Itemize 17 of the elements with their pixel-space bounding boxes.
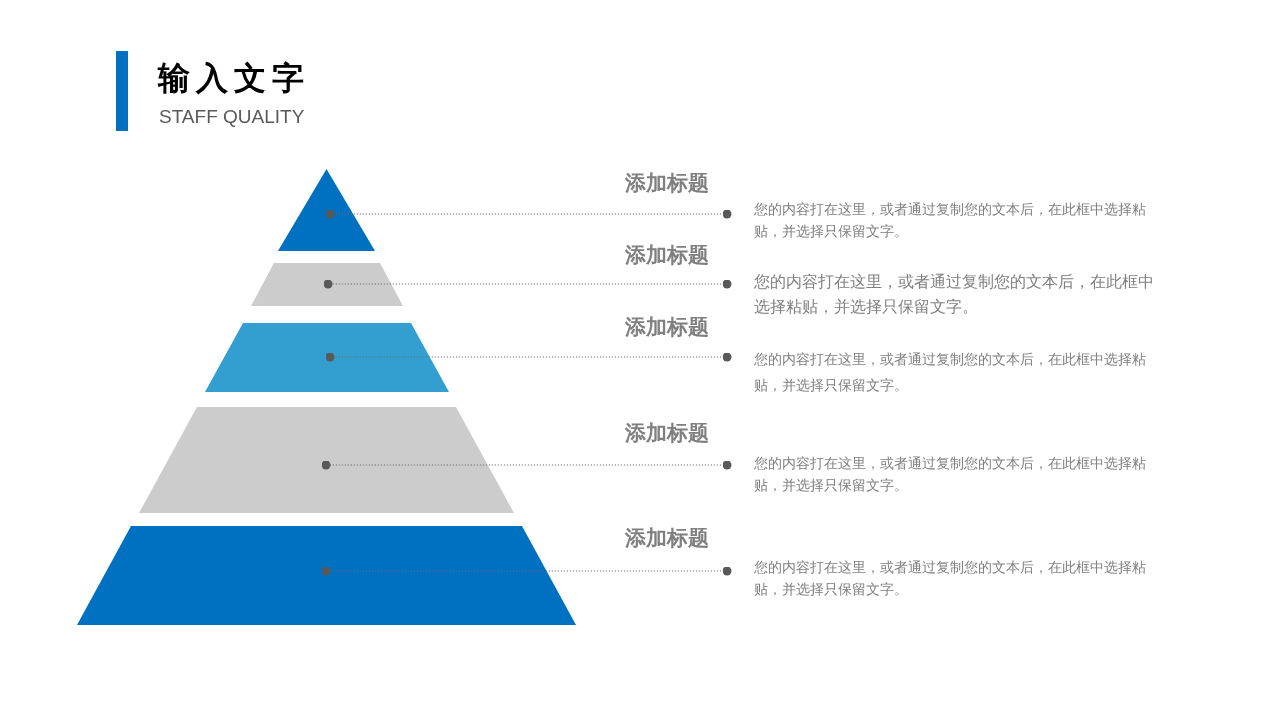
leader-line bbox=[325, 209, 732, 219]
body-text: 您的内容打在这里，或者通过复制您的文本后，在此框中选择粘贴，并选择只保留文字。 bbox=[754, 454, 1147, 495]
leader-line bbox=[321, 460, 732, 470]
leader-line bbox=[323, 279, 732, 289]
leader-line bbox=[321, 566, 732, 576]
section-heading: 添加标题 bbox=[625, 170, 709, 196]
section-heading: 添加标题 bbox=[625, 314, 709, 340]
slide-subtitle: STAFF QUALITY bbox=[159, 105, 305, 129]
section-heading: 添加标题 bbox=[625, 420, 709, 446]
section-heading: 添加标题 bbox=[625, 242, 709, 268]
body-text: 您的内容打在这里，或者通过复制您的文本后，在此框中选择粘贴，并选择只保留文字。 bbox=[754, 200, 1147, 241]
slide-title: 输入文字 bbox=[158, 58, 310, 99]
body-text: 您的内容打在这里，或者通过复制您的文本后，在此框中选择粘贴，并选择只保留文字。 bbox=[754, 350, 1147, 395]
body-text: 您的内容打在这里，或者通过复制您的文本后，在此框中选择粘贴，并选择只保留文字。 bbox=[754, 558, 1147, 599]
leader-line bbox=[325, 352, 732, 362]
body-text: 您的内容打在这里，或者通过复制您的文本后，在此框中选择粘贴，并选择只保留文字。 bbox=[754, 272, 1155, 318]
section-heading: 添加标题 bbox=[625, 525, 709, 551]
